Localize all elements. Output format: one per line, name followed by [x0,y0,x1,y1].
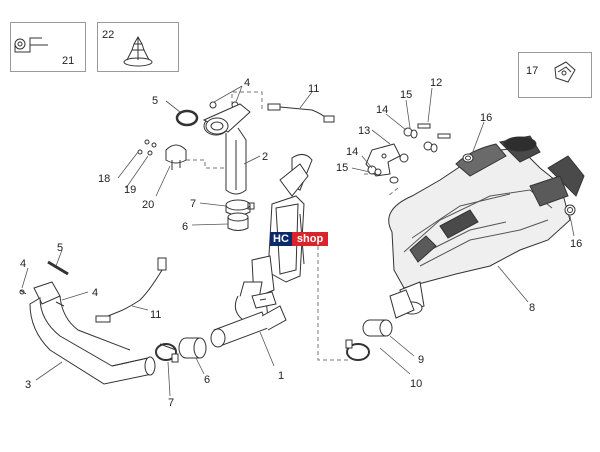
callout-7-lower: 7 [168,397,174,409]
callout-9: 9 [418,354,424,366]
part-22-grommet [123,35,153,67]
part-7-clamp-mid [225,199,255,216]
part-16-grommets [462,153,576,216]
callout-16-right: 16 [570,238,582,250]
callout-1: 1 [278,370,284,382]
part-11-lambda-sensor-lower [95,257,167,323]
callout-5-top: 5 [152,95,158,107]
part-17-clip [554,61,576,83]
part-21-clip [14,37,48,53]
inset-box-21 [10,22,86,72]
callout-21: 21 [62,55,74,67]
callout-7-mid: 7 [190,198,196,210]
part-6-gasket-mid [227,212,249,231]
callout-10: 10 [410,378,422,390]
inset-box-17 [518,52,592,98]
leader-lines [21,85,575,397]
callout-2: 2 [262,151,268,163]
part-10-rear-clamp [345,339,370,361]
part-12-bolts [417,123,451,139]
part-7-clamp-lower [155,343,179,363]
part-6-gasket-lower [178,337,207,359]
part-2-flange-pipe [202,103,251,195]
callout-16-top: 16 [480,112,492,124]
callout-15-lower: 15 [336,162,348,174]
part-3-front-pipe [29,281,156,385]
callout-6-mid: 6 [182,221,188,233]
callout-5-left: 5 [57,242,63,254]
callout-4-left: 4 [20,258,26,270]
callout-3: 3 [25,379,31,391]
part-9-rear-gasket [362,319,393,337]
callout-12: 12 [430,77,442,89]
callout-20: 20 [142,199,154,211]
callout-8: 8 [529,302,535,314]
hcshop-watermark: HC shop [270,232,329,246]
part-19-nuts [147,142,157,156]
callout-labels: 1 2 3 4 4 4 5 5 6 6 7 7 8 9 10 11 11 12 … [20,29,582,409]
part-11-lambda-sensor-upper [267,103,335,123]
callout-11-lower: 11 [150,309,161,321]
part-8-muffler [388,135,585,319]
part-18-screws [137,139,150,155]
part-5-gasket-lower [47,260,69,276]
part-5-o-ring [175,109,199,127]
callout-18: 18 [98,173,110,185]
watermark-part1: HC [270,232,292,246]
callout-14-top: 14 [376,104,388,116]
callout-17: 17 [526,65,538,77]
callout-19: 19 [124,184,136,196]
part-4-studs-lower [19,289,65,307]
callout-4-top: 4 [244,77,250,89]
callout-14-lower: 14 [346,146,358,158]
part-20-heat-cover [165,144,187,170]
callout-15-top: 15 [400,89,412,101]
callout-6-lower: 6 [204,374,210,386]
callout-22: 22 [102,29,114,41]
callout-4-mid: 4 [92,287,98,299]
callout-13: 13 [358,125,370,137]
watermark-part2: shop [291,232,329,246]
callout-11-top: 11 [308,83,319,95]
